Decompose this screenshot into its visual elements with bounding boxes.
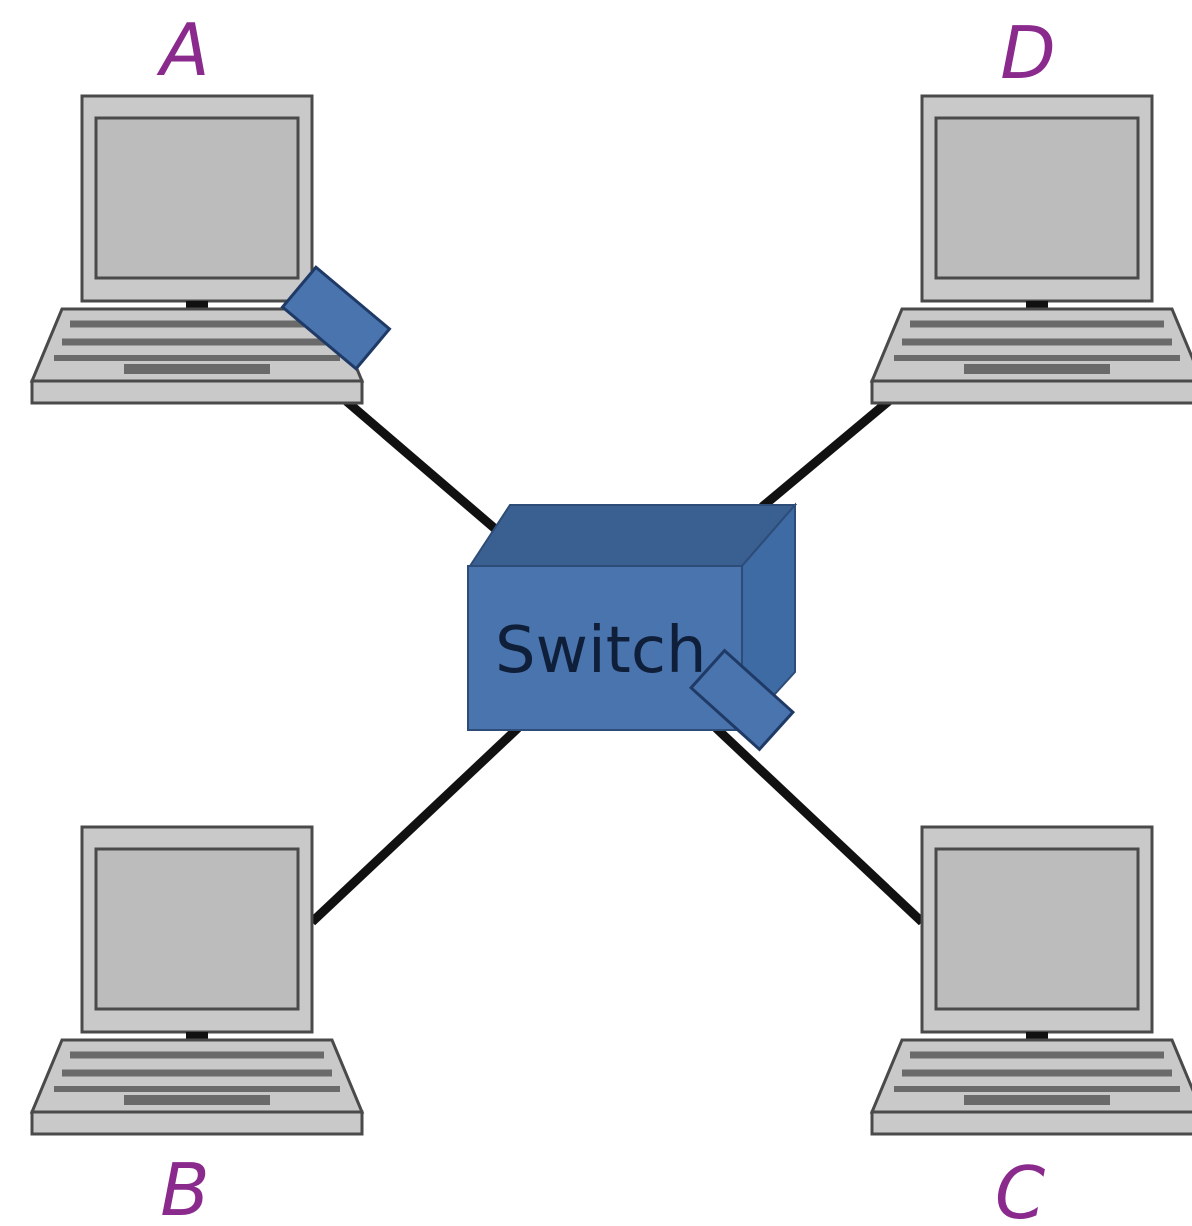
packet-icon xyxy=(688,648,796,752)
node-label-d: D xyxy=(1000,11,1055,95)
node-label-a: A xyxy=(156,8,209,92)
link-b-switch xyxy=(308,724,522,926)
link-c-switch xyxy=(712,724,926,926)
node-label-c: C xyxy=(995,1151,1046,1226)
links xyxy=(308,396,926,926)
link-a-switch xyxy=(342,396,503,537)
laptop-d-icon xyxy=(872,96,1192,403)
switch-front-face xyxy=(467,565,743,731)
switch-icon: Switch xyxy=(467,502,798,733)
switch-label: Switch xyxy=(495,614,707,688)
link-d-switch xyxy=(759,396,893,511)
laptop-a-icon xyxy=(32,96,362,403)
packet-icon xyxy=(280,265,392,371)
laptop-b-icon xyxy=(32,827,362,1134)
switch-top-face xyxy=(468,504,798,567)
laptop-c-icon xyxy=(872,827,1192,1134)
node-label-b: B xyxy=(160,1148,209,1226)
